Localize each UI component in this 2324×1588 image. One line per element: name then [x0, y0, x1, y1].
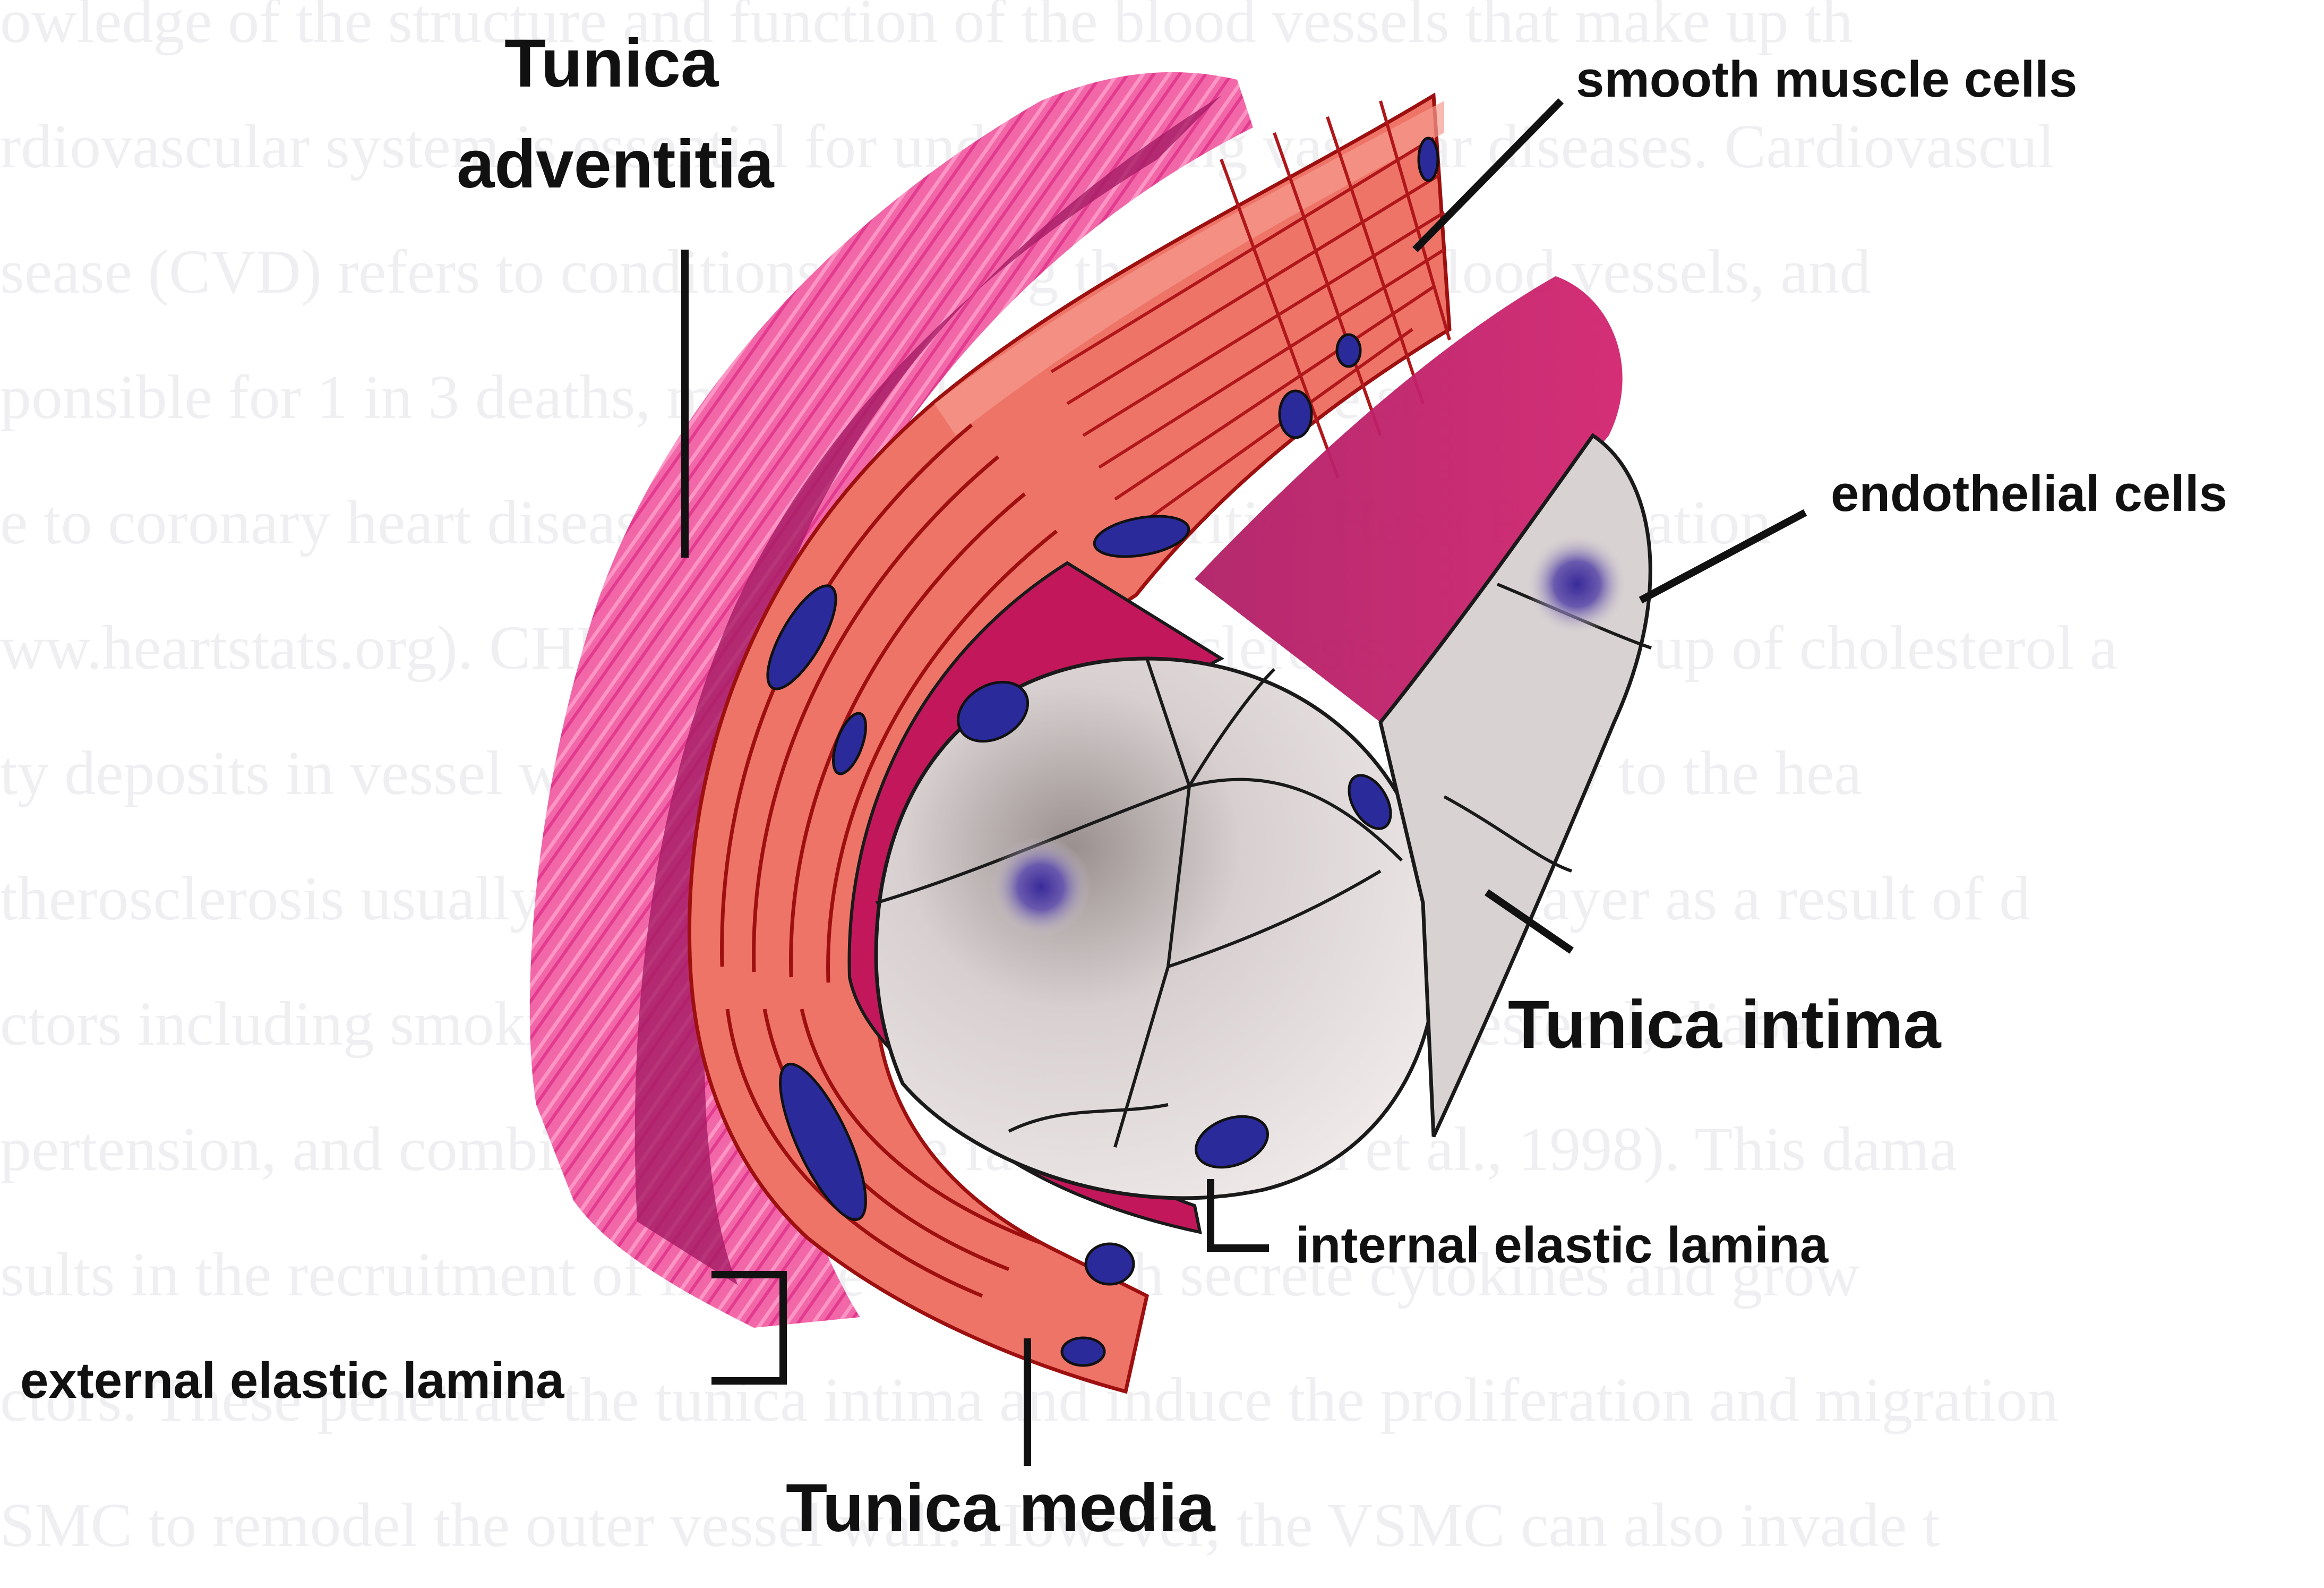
endothelial-nucleus [990, 836, 1091, 937]
label-external-elastic-lamina: external elastic lamina [20, 1352, 564, 1410]
endothelial-nucleus [1527, 534, 1627, 635]
label-internal-elastic-lamina: internal elastic lamina [1296, 1216, 1828, 1275]
label-tunica-intima: Tunica intima [1508, 988, 1941, 1062]
leader-endothelial-cells [1641, 513, 1805, 600]
label-tunica-adventitia-line2: adventitia [457, 127, 774, 202]
blood-vessel-illustration [0, 0, 2324, 1549]
label-tunica-adventitia-line1: Tunica [504, 27, 718, 101]
label-smooth-muscle-cells: smooth muscle cells [1576, 50, 2077, 109]
label-endothelial-cells: endothelial cells [1831, 465, 2227, 523]
diagram-canvas: owledge of the structure and function of… [0, 0, 2324, 1549]
label-tunica-media: Tunica media [786, 1471, 1215, 1546]
